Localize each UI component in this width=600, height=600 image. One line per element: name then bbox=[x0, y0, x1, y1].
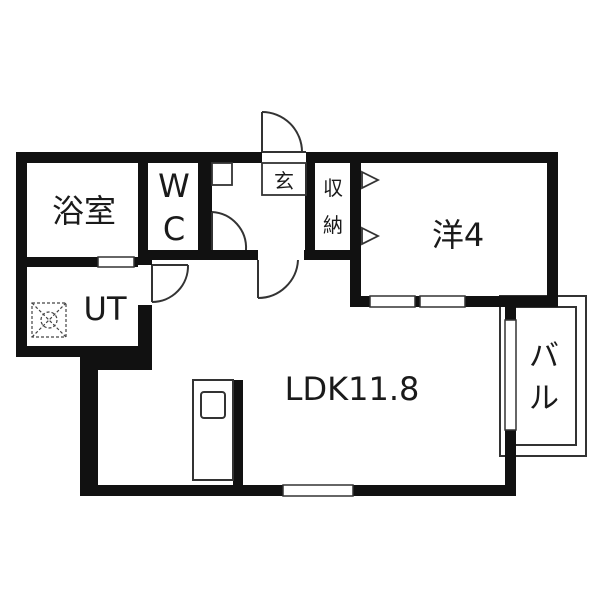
entrance-door bbox=[261, 111, 306, 163]
hall-door bbox=[257, 250, 304, 300]
storage-label-1: 収 bbox=[323, 176, 343, 200]
storage-marks bbox=[361, 170, 381, 246]
interior-walls bbox=[16, 152, 361, 486]
washer-space bbox=[31, 302, 67, 338]
windows bbox=[97, 256, 517, 497]
ldk-label: LDK11.8 bbox=[285, 370, 420, 408]
wc-label-w: W bbox=[158, 167, 190, 205]
balcony-label-1: バ bbox=[529, 339, 559, 374]
utility-label: UT bbox=[84, 290, 127, 328]
wc-label-c: C bbox=[163, 210, 185, 248]
kitchen-counter bbox=[192, 379, 234, 481]
balcony-label-2: ル bbox=[529, 381, 559, 416]
western-room-label: 洋4 bbox=[432, 216, 484, 254]
storage-label-2: 納 bbox=[323, 213, 343, 237]
bath-label: 浴室 bbox=[52, 192, 116, 230]
entrance-label: 玄 bbox=[274, 169, 294, 193]
wc-fixture bbox=[211, 162, 233, 186]
wc-door bbox=[211, 211, 248, 251]
ut-door bbox=[138, 264, 190, 305]
entrance-step bbox=[261, 162, 307, 196]
